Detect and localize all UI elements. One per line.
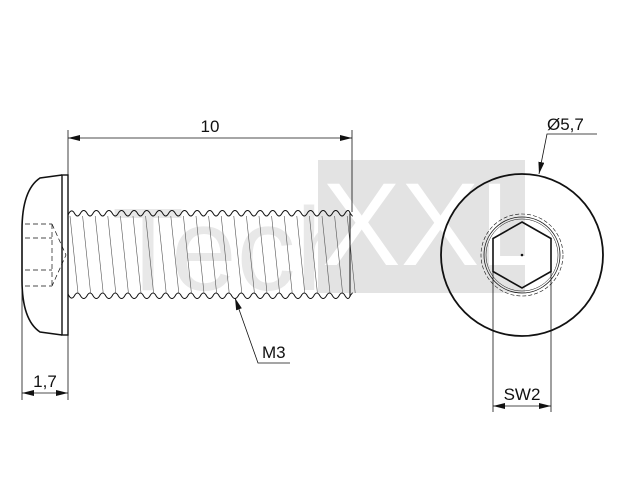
- thread-line: [296, 215, 306, 294]
- thread-line: [309, 215, 318, 294]
- thread-line: [132, 215, 142, 294]
- socket-size-dimension: [492, 250, 552, 412]
- thread-line: [69, 215, 79, 294]
- thread-label: M3: [262, 343, 286, 362]
- thread-line: [82, 215, 91, 294]
- thread-line: [334, 215, 343, 294]
- thread-line: [258, 215, 268, 294]
- thread-line: [157, 215, 167, 294]
- thread-line: [208, 215, 217, 294]
- thread-line: [346, 215, 356, 294]
- head-height-dimension: [21, 280, 69, 400]
- socket-size-label: SW2: [504, 385, 541, 404]
- diameter-leader: [538, 133, 597, 175]
- thread-line: [94, 215, 104, 294]
- thread-line: [107, 215, 117, 294]
- watermark-xxl: XXL: [322, 159, 545, 291]
- screw-head-top: [440, 173, 604, 337]
- thread-line: [233, 215, 243, 294]
- thread-line: [321, 215, 331, 294]
- diameter-label: Ø5,7: [547, 115, 584, 134]
- thread-line: [246, 215, 255, 294]
- thread-line: [145, 215, 154, 294]
- thread-line: [170, 215, 180, 294]
- watermark-logo: Tech XXL: [112, 159, 545, 316]
- screw-head-side: [21, 174, 69, 336]
- thread-line: [283, 215, 293, 294]
- thread-line: [195, 215, 205, 294]
- hex-socket: [492, 221, 552, 289]
- thread-line: [183, 215, 192, 294]
- length-dimension: [67, 130, 353, 212]
- thread-line: [120, 215, 129, 294]
- head-height-label: 1,7: [33, 372, 57, 391]
- watermark-box: [318, 160, 525, 293]
- thread-line: [271, 215, 280, 294]
- thread-line: [220, 215, 230, 294]
- thread-leader: [234, 297, 290, 364]
- screw-shaft: [67, 210, 356, 299]
- length-label: 10: [201, 117, 220, 136]
